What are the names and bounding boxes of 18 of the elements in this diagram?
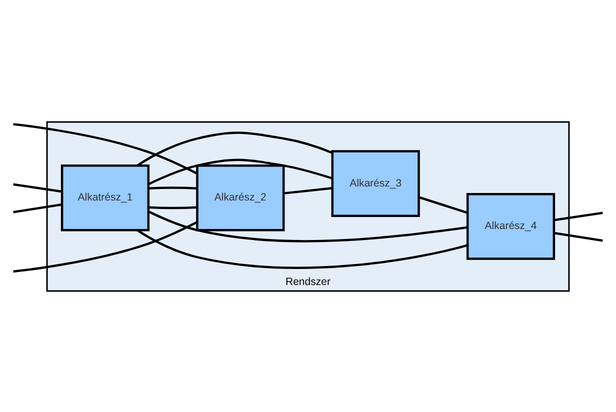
node-box: Alkarész_4: [466, 192, 556, 260]
connector: [148, 210, 468, 242]
connector: [13, 122, 198, 174]
connector: [136, 228, 468, 268]
node-box: Alkarész_2: [196, 164, 285, 231]
connector: [418, 196, 468, 214]
connector: [284, 186, 332, 194]
connector: [13, 202, 62, 213]
connector: [13, 182, 62, 192]
connector: [554, 211, 603, 221]
node-box: Alkatrész_1: [60, 164, 150, 231]
connector: [13, 220, 198, 272]
node-box: Alkarész_3: [331, 150, 420, 217]
connector: [148, 158, 333, 185]
connector: [136, 131, 333, 166]
connector: [554, 231, 603, 242]
connector: [148, 206, 198, 209]
connector: [148, 186, 198, 189]
